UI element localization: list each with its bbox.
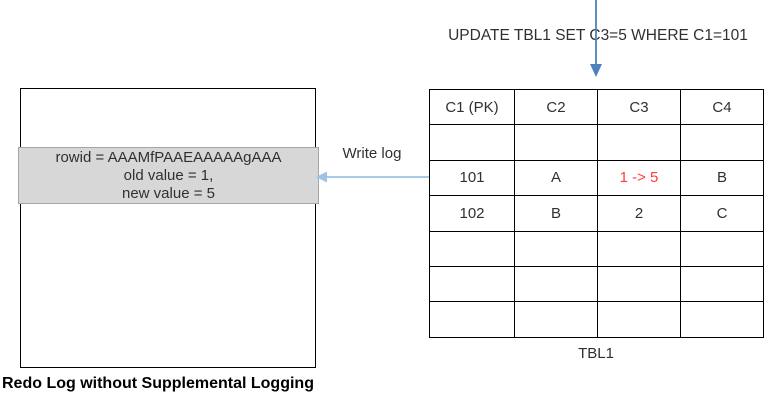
table-cell (429, 230, 515, 267)
table-row: 102 B 2 C (429, 195, 764, 232)
table-cell (429, 265, 515, 303)
column-header: C1 (PK) (429, 88, 515, 126)
log-record-highlight: rowid = AAAMfPAAEAAAAAgAAA old value = 1… (18, 147, 319, 204)
sql-update-statement: UPDATE TBL1 SET C3=5 WHERE C1=101 (448, 27, 748, 44)
table-row (429, 124, 764, 161)
table-name-label: TBL1 (578, 345, 614, 362)
table-row (429, 265, 764, 303)
table-cell (514, 230, 598, 267)
table-cell (680, 301, 764, 338)
table-cell: 101 (429, 159, 515, 197)
table-cell: 102 (429, 195, 515, 232)
tbl1-table: C1 (PK) C2 C3 C4 101 A 1 -> 5 B 102 B 2 (429, 88, 764, 338)
table-cell: B (680, 159, 764, 197)
table-cell (680, 230, 764, 267)
redo-log-box (20, 88, 316, 368)
table-cell (597, 124, 681, 161)
column-header: C4 (680, 88, 764, 126)
table-cell: B (514, 195, 598, 232)
table-cell (597, 265, 681, 303)
log-old-value-line: old value = 1, (123, 167, 214, 185)
table-cell (597, 230, 681, 267)
table-cell (514, 124, 598, 161)
table-row: 101 A 1 -> 5 B (429, 159, 764, 197)
table-cell: 2 (597, 195, 681, 232)
diagram-caption: Redo Log without Supplemental Logging (2, 375, 314, 392)
table-row (429, 301, 764, 338)
table-cell (514, 265, 598, 303)
table-cell (597, 301, 681, 338)
down-arrow-icon (590, 0, 602, 77)
table-cell: A (514, 159, 598, 197)
write-log-label: Write log (342, 145, 402, 162)
table-cell (680, 265, 764, 303)
log-new-value-line: new value = 5 (122, 185, 215, 203)
log-rowid-line: rowid = AAAMfPAAEAAAAAgAAA (55, 149, 282, 166)
table-cell (429, 301, 515, 338)
table-cell: C (680, 195, 764, 232)
table-cell (429, 124, 515, 161)
left-arrow-icon (316, 171, 429, 183)
table-cell (514, 301, 598, 338)
column-header: C2 (514, 88, 598, 126)
changed-value-cell: 1 -> 5 (597, 159, 681, 197)
table-header-row: C1 (PK) C2 C3 C4 (429, 88, 764, 126)
table-cell (680, 124, 764, 161)
column-header: C3 (597, 88, 681, 126)
table-row (429, 230, 764, 267)
